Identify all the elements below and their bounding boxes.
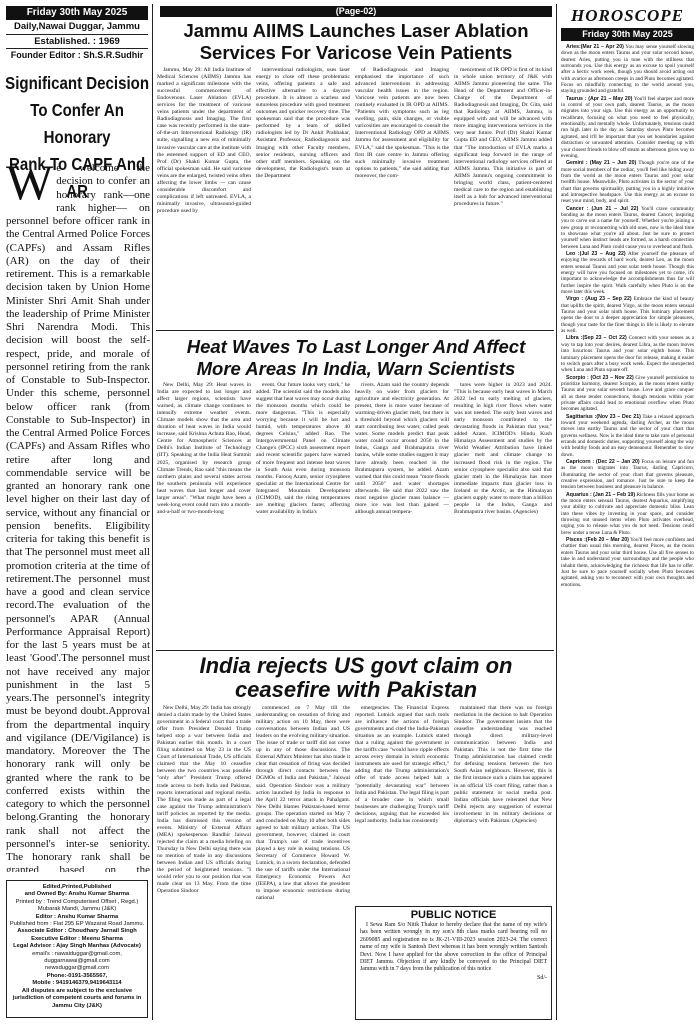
article1-headline: Jammu AIIMS Launches Laser Ablation Serv… (156, 20, 556, 64)
masthead-daily: Daily,Nawai Duggar, Jammu (13, 21, 140, 32)
article3-col2: commenced on 7 May till the understandin… (256, 705, 350, 902)
horoscope-item: Virgo : (Aug 23 – Sep 22) Embrace the ki… (561, 296, 694, 335)
article3-col4: maintained that there was no foreign med… (454, 705, 552, 824)
article1-col2: interventional radiologists, uses laser … (256, 67, 350, 179)
horoscope-item: Aquarius : (Jan 21 – Feb 19) Richness fi… (561, 491, 694, 536)
article2-headline-line1: Heat Waves To Last Longer And Affect (186, 336, 526, 357)
horoscope-item: Scorpio : (Oct 23 – Nov 22) Give yoursel… (561, 374, 694, 413)
article1-col1: Jammu, May 29: All India Institute of Me… (157, 67, 251, 214)
article2-col4: tures were higher in 2023 and 2024. "Thi… (454, 382, 552, 515)
horoscope-item: Aries:(Mar 21 – Apr 20) You may sense yo… (561, 44, 694, 95)
horoscope-item: Libra :(Sep 23 – Oct 22) Connect with yo… (561, 335, 694, 374)
public-notice: PUBLIC NOTICE I Sewa Ram S/o Nitik Thaku… (355, 906, 552, 1020)
horoscope-title: HOROSCOPE (571, 6, 684, 25)
horoscope-item: Sagittarius :(Nov 23 – Dec 21) Take a re… (561, 413, 694, 458)
article3-headline-line1: India rejects US govt claim on (199, 653, 513, 678)
article1-headline-line1: Jammu AIIMS Launches Laser Ablation (183, 20, 529, 41)
horoscope-item: Pisces :(Feb 20 – Mar 20) You'll feel mo… (561, 537, 694, 588)
horoscope-list: Aries:(Mar 21 – Apr 20) You may sense yo… (561, 44, 694, 1020)
page-number-banner: (Page-02) (160, 6, 552, 17)
article3-headline: India rejects US govt claim on ceasefire… (156, 654, 556, 702)
article3-col1: New Delhi, May 29: India has strongly de… (157, 705, 251, 895)
editorial-headline-line2: To Confer An Honorary (30, 100, 124, 147)
article2-col2: event. Our future looks very stark," he … (256, 382, 350, 515)
public-notice-body: I Sewa Ram S/o Nitik Thakur to hereby de… (360, 922, 547, 973)
article2-headline: Heat Waves To Last Longer And Affect Mor… (156, 336, 556, 380)
horoscope-item: Cancer : (Jun 21 – Jul 22) You'll crave … (561, 205, 694, 250)
masthead-founder: Founder Editor : Sh.S.R.Sudhir (10, 50, 144, 60)
editorial-headline: Significant Decision To Confer An Honora… (4, 70, 150, 205)
public-notice-signature: Sd/- (536, 974, 547, 981)
article1-headline-line2: Services For Varicose Vein Patients (199, 42, 513, 63)
editorial-headline-line3: Rank To CAPF And AR (8, 154, 146, 201)
horoscope-item: Gemini : (May 21 – Jun 20) Though you're… (561, 160, 694, 205)
article3-col3: emergencies. The Financial Express repor… (355, 705, 449, 824)
article2-col3: rivers. Azam said the country depends he… (355, 382, 449, 515)
article1-col3: of Radiodiagnosis and Imaging emphasised… (355, 67, 449, 179)
article3-headline-line2: ceasefire with Pakistan (234, 677, 478, 702)
article2-col1: New Delhi, May 29: Heat waves in India a… (157, 382, 251, 515)
article1-col4: mencement of IR OPD is first of its kind… (454, 67, 552, 207)
masthead-date: Friday 30th May 2025 (6, 6, 148, 20)
public-notice-title: PUBLIC NOTICE (410, 909, 497, 921)
masthead-established: Established. : 1969 (34, 36, 120, 47)
editorial-headline-line1: Significant Decision (5, 73, 150, 93)
horoscope-item: Taurus : (Apr 21 – May 20) You'll feel s… (561, 95, 694, 159)
horoscope-item: Leo :(Jul 23 – Aug 22) After yourself th… (561, 251, 694, 296)
imprint-box: Edited,Printed,Published and Owned By: A… (6, 880, 148, 1018)
horoscope-item: Capricorn : (Dec 22 – Jan 20) Focus on l… (561, 459, 694, 491)
article2-headline-line2: More Areas In India, Warn Scientists (196, 358, 516, 379)
editorial-dropcap: W (6, 162, 54, 210)
horoscope-date: Friday 30th May 2025 (561, 28, 694, 41)
